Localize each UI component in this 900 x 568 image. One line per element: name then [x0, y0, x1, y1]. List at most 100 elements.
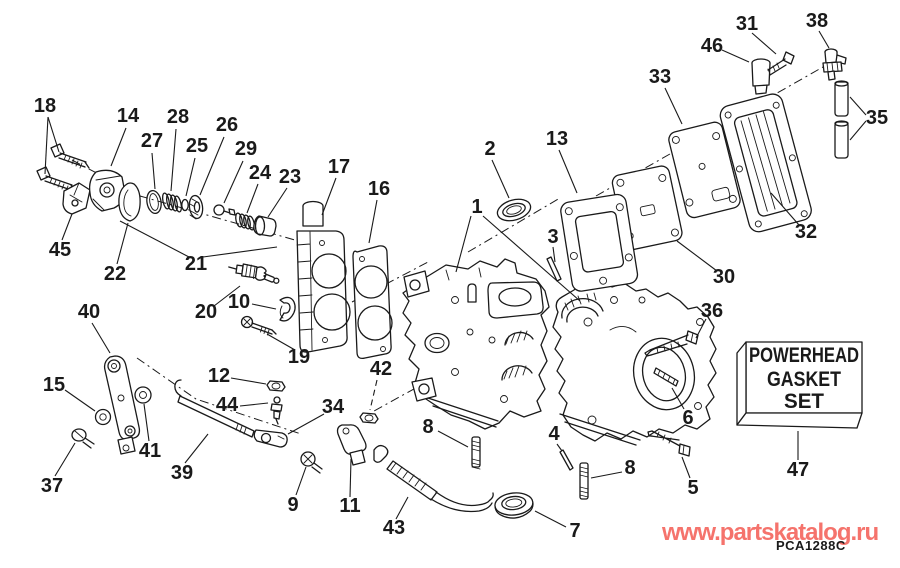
pin-4 — [559, 449, 574, 471]
tube-35a — [834, 80, 849, 117]
leader-line-32 — [770, 192, 800, 226]
callout-17: 17 — [328, 156, 350, 178]
leader-line-10 — [251, 303, 277, 310]
bolt-19 — [240, 315, 277, 336]
fitting-38 — [822, 48, 847, 81]
callout-4: 4 — [548, 423, 560, 445]
leader-line-38 — [818, 30, 830, 49]
screw-9 — [300, 451, 323, 474]
callout-15: 15 — [43, 374, 65, 396]
gasket-22 — [118, 182, 141, 222]
callout-33: 33 — [649, 66, 671, 88]
leader-line-42 — [369, 379, 378, 411]
leader-line-43 — [395, 496, 409, 520]
stud-6 — [653, 367, 679, 387]
leader-line-41 — [143, 403, 150, 442]
callout-6: 6 — [682, 407, 693, 429]
callout-27: 27 — [141, 130, 163, 152]
cylinder-head-17 — [296, 200, 351, 353]
leader-line-35 — [849, 96, 867, 116]
washer-15 — [94, 408, 112, 426]
callout-13: 13 — [546, 128, 568, 150]
callout-9: 9 — [287, 494, 298, 516]
callout-10: 10 — [228, 291, 250, 313]
lever-40 — [103, 355, 141, 455]
leader-line-17 — [321, 177, 337, 216]
ball-joint-34 — [253, 429, 288, 448]
leader-line-9 — [295, 466, 307, 496]
leader-line-18 — [44, 116, 49, 175]
callout-11: 11 — [339, 495, 360, 517]
callout-28: 28 — [167, 106, 189, 128]
callout-34: 34 — [322, 396, 345, 418]
spark-plug — [228, 263, 280, 284]
leader-line-36 — [695, 318, 707, 339]
callout-44: 44 — [216, 394, 239, 416]
callout-32: 32 — [795, 221, 817, 243]
leader-line-33 — [664, 87, 683, 125]
callout-36: 36 — [701, 300, 723, 322]
leader-line-29 — [223, 160, 244, 204]
leader-line-1 — [482, 215, 581, 302]
callout-45: 45 — [49, 239, 71, 261]
gasket-box-line1: POWERHEAD — [749, 344, 859, 367]
cap-23 — [253, 215, 277, 237]
bracket-11 — [336, 424, 367, 466]
watermark: www.partskatalog.ru — [662, 519, 879, 546]
seal-26 — [188, 194, 204, 220]
callout-41: 41 — [139, 440, 161, 462]
stud-8b — [579, 462, 589, 500]
leader-line-4 — [556, 443, 563, 452]
callout-3: 3 — [547, 226, 558, 248]
leader-line-18 — [47, 116, 60, 153]
cable-43 — [373, 444, 494, 513]
callout-42: 42 — [370, 358, 392, 380]
leader-line-3 — [552, 246, 556, 263]
callout-20: 20 — [195, 301, 217, 323]
screw-18a — [50, 143, 90, 169]
leader-line-16 — [368, 199, 378, 244]
callout-35: 35 — [866, 107, 888, 129]
thermostat-cap-46 — [751, 58, 771, 95]
leader-line-34 — [287, 413, 325, 435]
callout-31: 31 — [736, 13, 758, 35]
leader-line-19 — [266, 333, 296, 351]
leader-line-20 — [213, 285, 241, 307]
rod-39 — [174, 379, 255, 438]
washer-25 — [181, 198, 189, 212]
callout-38: 38 — [806, 10, 828, 32]
crankcase-block — [402, 258, 550, 430]
callout-18: 18 — [34, 95, 56, 117]
callout-12: 12 — [208, 365, 230, 387]
callout-22: 22 — [104, 263, 126, 285]
callout-23: 23 — [279, 166, 301, 188]
callout-40: 40 — [78, 301, 100, 323]
pin-3 — [546, 256, 562, 282]
callout-46: 46 — [701, 35, 723, 57]
callout-29: 29 — [235, 138, 257, 160]
seal-2 — [496, 198, 532, 222]
leader-line-27 — [151, 152, 156, 190]
leader-line-21 — [202, 246, 278, 258]
callout-5: 5 — [687, 477, 698, 499]
stud-8a — [471, 436, 481, 470]
leader-line-24 — [246, 183, 259, 214]
leader-line-6 — [671, 387, 685, 410]
leader-line-12 — [230, 377, 267, 385]
leader-line-26 — [199, 136, 225, 196]
nut-12 — [266, 380, 286, 392]
bolt-36 — [644, 330, 699, 357]
o-ring-27 — [146, 189, 162, 215]
leader-line-37 — [54, 442, 76, 477]
callout-8: 8 — [422, 416, 433, 438]
screw-31 — [767, 51, 795, 76]
screw-37 — [71, 428, 95, 449]
callout-30: 30 — [713, 266, 735, 288]
tube-35b — [834, 120, 849, 159]
callout-37: 37 — [41, 475, 63, 497]
leader-line-2 — [491, 159, 510, 199]
nut-42 — [359, 412, 379, 424]
head-gasket-16 — [352, 245, 393, 360]
callout-19: 19 — [288, 346, 310, 368]
